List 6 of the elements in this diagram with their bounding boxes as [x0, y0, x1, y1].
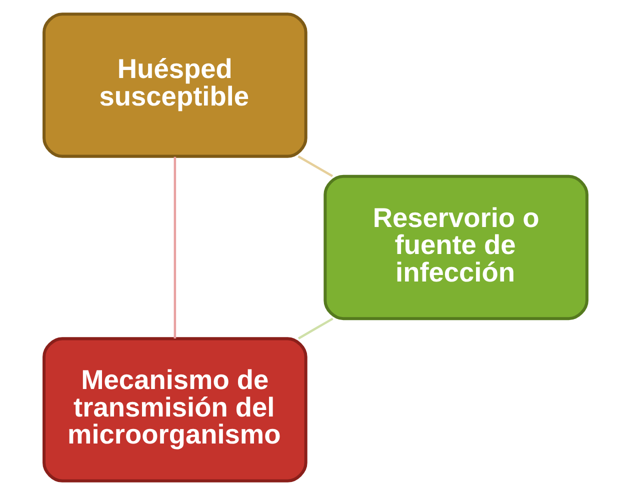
node-box: Huésped susceptible: [42, 12, 307, 158]
connector: [297, 155, 333, 178]
connector: [173, 156, 176, 339]
connector: [297, 318, 333, 340]
node-box: Mecanismo de transmisión del microorganismo: [42, 337, 307, 482]
node-box: Reservorio o fuente de infección: [323, 174, 588, 320]
